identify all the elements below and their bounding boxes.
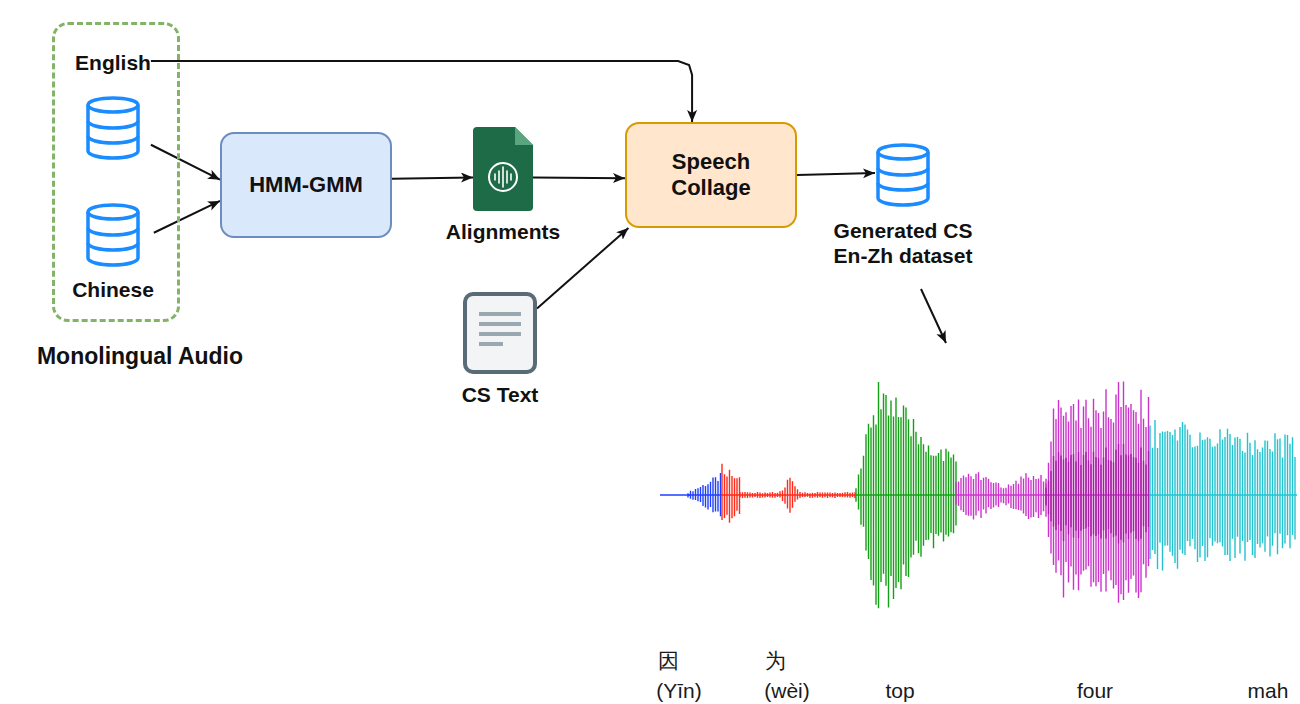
node-text: Generated CS En-Zh dataset (814, 218, 992, 268)
waveform-word-label: (wèi) (764, 678, 810, 703)
document-icon: CS Text (463, 292, 537, 374)
waveform-word-label: four (1077, 678, 1113, 703)
flow-arrow (151, 61, 692, 122)
audio-file-icon (473, 127, 533, 211)
waveform-word-label: top (885, 678, 914, 703)
database-icon: English (75, 50, 151, 160)
flow-arrow (392, 177, 473, 178)
database-icon: Chinese (72, 203, 154, 302)
node-text: Alignments (446, 219, 560, 244)
flow-arrow (533, 176, 625, 179)
waveform-word-label: 为 (765, 648, 786, 673)
database-icon (85, 96, 141, 160)
flow-arrow (154, 201, 220, 233)
node-text: Monolingual Audio (37, 343, 243, 371)
node-text: English (75, 50, 151, 75)
node-text: CS Text (462, 382, 539, 407)
leader-arrow (921, 289, 946, 343)
node-text: HMM-GMM (249, 172, 363, 198)
database-icon: Generated CS En-Zh dataset (875, 143, 931, 207)
process-box: HMM-GMM (220, 132, 392, 238)
process-box: Speech Collage (625, 122, 797, 228)
waveform-word-label: 因 (658, 648, 679, 673)
dashed-group: Monolingual AudioEnglishChinese (52, 22, 180, 322)
document-icon (463, 292, 537, 374)
node-text: Speech Collage (646, 149, 776, 202)
waveform-word-label: (Yīn) (656, 678, 702, 703)
flow-arrow (797, 173, 875, 175)
node-text: Chinese (72, 277, 154, 302)
database-icon (85, 203, 141, 267)
audio-file-icon: Alignments (473, 127, 533, 211)
flow-arrow (151, 145, 220, 180)
waveform (660, 382, 1297, 609)
database-icon (875, 143, 931, 207)
waveform-word-label: mah (1248, 678, 1289, 703)
